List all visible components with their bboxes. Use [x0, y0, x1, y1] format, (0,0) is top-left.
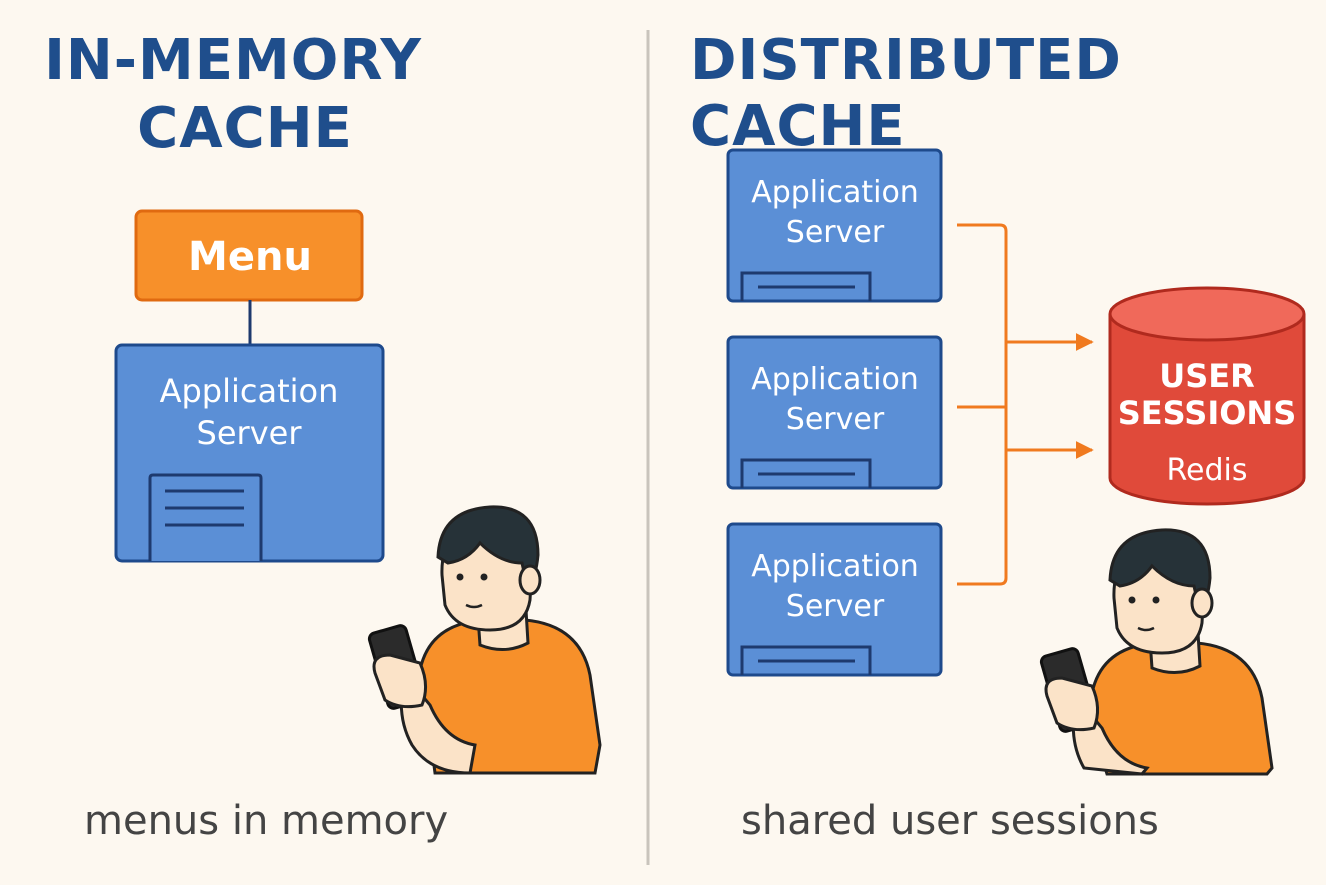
server-3-line1: Application — [751, 549, 919, 584]
store-label-line2: SESSIONS — [1118, 394, 1297, 432]
connector-lines — [957, 223, 1008, 586]
server-label-line1: Application — [160, 372, 339, 410]
menu-label: Menu — [188, 234, 312, 280]
server-2-line1: Application — [751, 362, 919, 397]
person-with-phone-icon — [1039, 528, 1274, 776]
server-drive-icon — [740, 271, 872, 301]
server-2-line2: Server — [786, 402, 885, 437]
store-label-line1: USER — [1159, 357, 1255, 395]
server-3-line2: Server — [786, 589, 885, 624]
app-server-2: Application Server — [726, 335, 943, 490]
left-title-line2: CACHE — [137, 96, 353, 161]
left-title-line1: IN-MEMORY — [44, 28, 422, 93]
right-title: DISTRIBUTED CACHE — [690, 28, 1122, 159]
right-caption: shared user sessions — [741, 798, 1159, 844]
left-caption: menus in memory — [84, 798, 449, 844]
app-server-3: Application Server — [726, 522, 943, 677]
store-label-line3: Redis — [1167, 453, 1248, 488]
server-1-line2: Server — [786, 215, 885, 250]
person-with-phone-icon — [367, 505, 602, 775]
server-drive-icon — [148, 473, 263, 561]
server-drive-icon — [740, 458, 872, 488]
server-label-line2: Server — [197, 414, 303, 452]
server-drive-icon — [740, 645, 872, 675]
menu-box: Menu — [134, 209, 364, 302]
database-cylinder-icon: USER SESSIONS Redis — [1108, 286, 1306, 506]
server-1-line1: Application — [751, 175, 919, 210]
app-server-1: Application Server — [726, 148, 943, 303]
app-server-left: Application Server — [114, 343, 385, 563]
